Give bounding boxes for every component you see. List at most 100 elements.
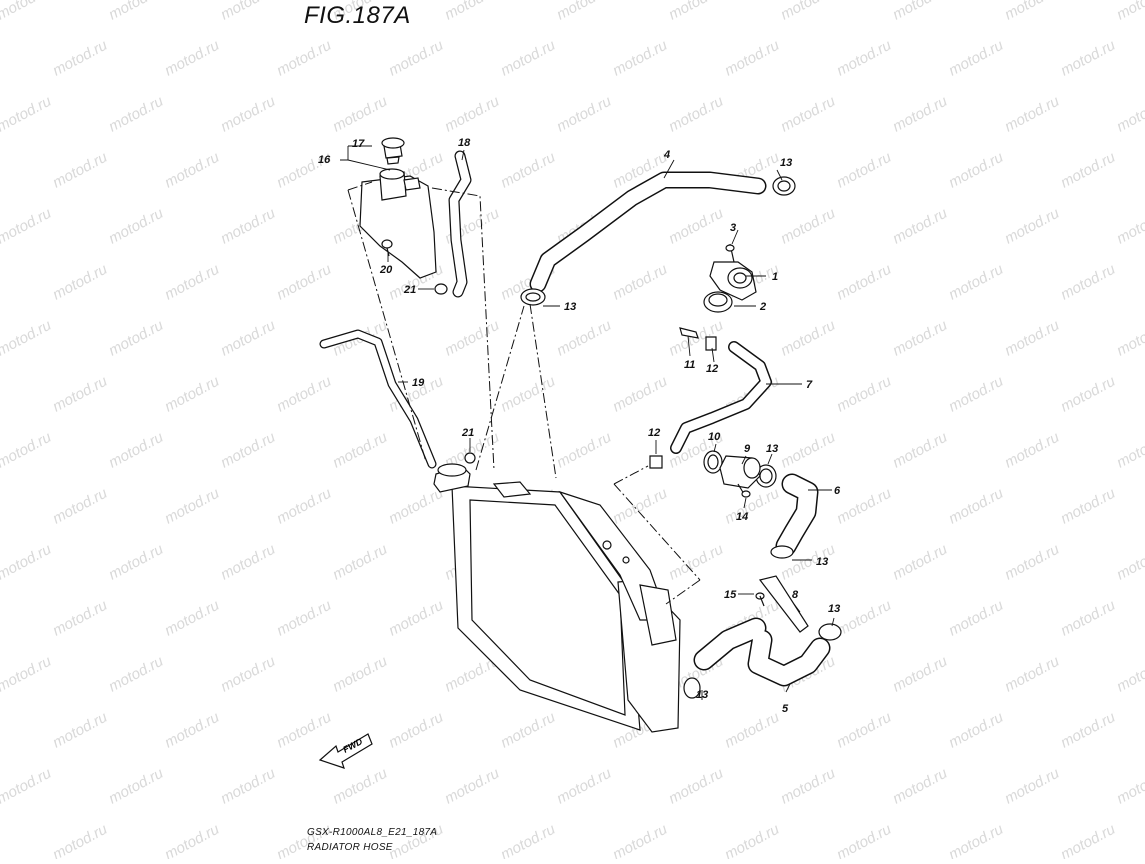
thermostat xyxy=(703,291,733,313)
watermark-text: motod.ru xyxy=(1058,596,1119,639)
watermark-text: motod.ru xyxy=(386,36,447,79)
callout-20: 20 xyxy=(379,264,393,276)
watermark-text: motod.ru xyxy=(1002,652,1063,695)
watermark-text: motod.ru xyxy=(162,372,223,415)
watermark-text: motod.ru xyxy=(1002,540,1063,583)
watermark-text: motod.ru xyxy=(50,484,111,527)
watermark-text: motod.ru xyxy=(834,596,895,639)
watermark-text: motod.ru xyxy=(106,92,167,135)
watermark-text: motod.ru xyxy=(666,92,727,135)
watermark-text: motod.ru xyxy=(0,204,55,247)
watermark-text: motod.ru xyxy=(274,484,335,527)
watermark-text: motod.ru xyxy=(834,484,895,527)
watermark-text: motod.ru xyxy=(1002,316,1063,359)
watermark-text: motod.ru xyxy=(946,148,1007,191)
watermark-text: motod.ru xyxy=(890,316,951,359)
watermark-text: motod.ru xyxy=(778,204,839,247)
watermark-text: motod.ru xyxy=(1114,0,1145,24)
watermark-text: motod.ru xyxy=(162,36,223,79)
watermark-text: motod.ru xyxy=(1002,0,1063,24)
callout-16: 16 xyxy=(318,154,331,166)
figure-caption: RADIATOR HOSE xyxy=(307,842,393,853)
watermark-text: motod.ru xyxy=(554,428,615,471)
watermark-text: motod.ru xyxy=(946,372,1007,415)
watermark-text: motod.ru xyxy=(218,316,279,359)
watermark-text: motod.ru xyxy=(1114,316,1145,359)
watermark-text: motod.ru xyxy=(890,540,951,583)
watermark-text: motod.ru xyxy=(442,0,503,24)
model-code: GSX-R1000AL8_E21_187A xyxy=(307,827,438,838)
watermark-text: motod.ru xyxy=(722,36,783,79)
fwd-arrow-icon: FWD xyxy=(318,733,373,769)
watermark-text: motod.ru xyxy=(162,708,223,751)
watermark-text: motod.ru xyxy=(610,484,671,527)
watermark-text: motod.ru xyxy=(498,708,559,751)
callout-3: 3 xyxy=(730,222,736,234)
watermark-text: motod.ru xyxy=(554,92,615,135)
watermark-text: motod.ru xyxy=(554,764,615,807)
watermark-text: motod.ru xyxy=(778,92,839,135)
callout-13-pipe: 13 xyxy=(766,443,778,455)
radiator-filler-cap xyxy=(433,463,471,493)
watermark-text: motod.ru xyxy=(218,764,279,807)
watermark-text: motod.ru xyxy=(442,764,503,807)
callout-18: 18 xyxy=(458,137,471,149)
watermark-text: motod.ru xyxy=(162,148,223,191)
watermark-text: motod.ru xyxy=(274,36,335,79)
watermark-text: motod.ru xyxy=(218,540,279,583)
callout-7: 7 xyxy=(806,379,813,391)
watermark-text: motod.ru xyxy=(498,148,559,191)
watermark-text: motod.ru xyxy=(778,428,839,471)
callout-10: 10 xyxy=(708,431,721,443)
watermark-text: motod.ru xyxy=(50,372,111,415)
watermark-text: motod.ru xyxy=(162,596,223,639)
watermark-text: motod.ru xyxy=(834,372,895,415)
watermark-text: motod.ru xyxy=(274,372,335,415)
watermark-text: motod.ru xyxy=(1058,260,1119,303)
watermark-text: motod.ru xyxy=(218,92,279,135)
watermark-text: motod.ru xyxy=(0,652,55,695)
watermark-text: motod.ru xyxy=(890,204,951,247)
watermark-text: motod.ru xyxy=(50,596,111,639)
bolt-3 xyxy=(725,243,735,263)
watermark-text: motod.ru xyxy=(666,204,727,247)
callout-4: 4 xyxy=(663,149,670,161)
callout-13-mid: 13 xyxy=(564,301,576,313)
reservoir-cap xyxy=(381,137,405,165)
hose-19 xyxy=(319,329,437,469)
watermark-text: motod.ru xyxy=(778,316,839,359)
watermark-text: motod.ru xyxy=(106,764,167,807)
watermark-text: motod.ru xyxy=(498,820,559,859)
watermark-text: motod.ru xyxy=(1058,36,1119,79)
hose-6 xyxy=(775,473,819,557)
watermark-text: motod.ru xyxy=(330,540,391,583)
watermark-text: motod.ru xyxy=(50,260,111,303)
watermark-text: motod.ru xyxy=(162,484,223,527)
watermark-text: motod.ru xyxy=(162,260,223,303)
watermark-text: motod.ru xyxy=(442,316,503,359)
watermark-text: motod.ru xyxy=(330,92,391,135)
watermark-text: motod.ru xyxy=(778,764,839,807)
watermark-text: motod.ru xyxy=(554,0,615,24)
callout-labels: 17 16 18 4 13 3 1 2 13 20 21 11 12 7 19 … xyxy=(318,137,841,715)
hose-5 xyxy=(693,617,831,687)
hose-18 xyxy=(448,150,472,298)
watermark-text: motod.ru xyxy=(218,204,279,247)
watermark-text: motod.ru xyxy=(554,316,615,359)
leader-lines xyxy=(340,145,835,700)
callout-13-top: 13 xyxy=(780,157,792,169)
watermark-text: motod.ru xyxy=(1114,764,1145,807)
watermark-text: motod.ru xyxy=(0,92,55,135)
watermark-text: motod.ru xyxy=(1114,92,1145,135)
watermark-text: motod.ru xyxy=(946,708,1007,751)
watermark-text: motod.ru xyxy=(50,36,111,79)
callout-15: 15 xyxy=(724,589,737,601)
thermostat-cover xyxy=(709,261,757,301)
watermark-text: motod.ru xyxy=(106,428,167,471)
watermark-text: motod.ru xyxy=(890,652,951,695)
watermark-text: motod.ru xyxy=(218,652,279,695)
clip-12-upper xyxy=(705,336,717,351)
watermark-text: motod.ru xyxy=(274,708,335,751)
callout-12-upper: 12 xyxy=(706,363,718,375)
